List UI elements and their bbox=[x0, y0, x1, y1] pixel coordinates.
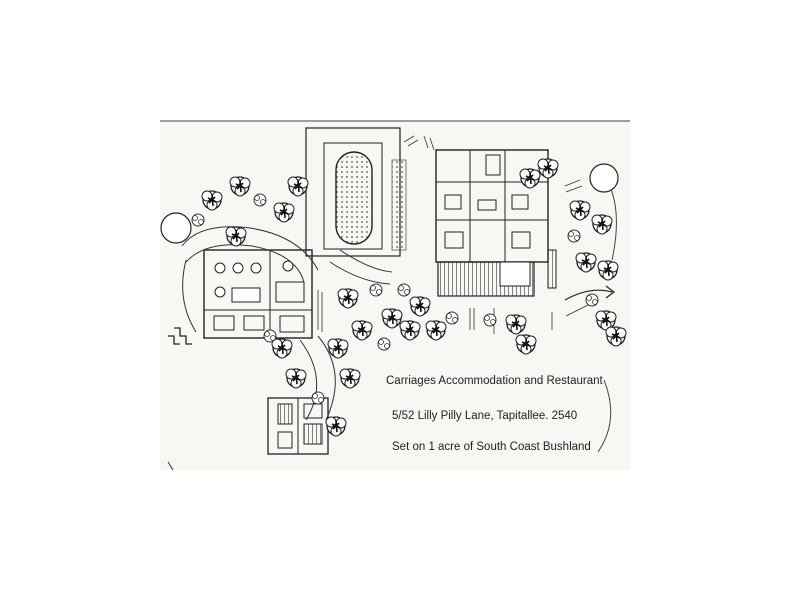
caption-setting: Set on 1 acre of South Coast Bushland bbox=[392, 441, 591, 453]
entry-steps bbox=[168, 327, 192, 345]
paved-walkway bbox=[391, 159, 407, 251]
compass-marker-right bbox=[589, 163, 619, 193]
accommodation-building bbox=[435, 149, 557, 297]
handwritten-annotations bbox=[317, 135, 591, 334]
scan-mark bbox=[167, 461, 174, 471]
restaurant-building bbox=[203, 249, 313, 339]
direction-arrow bbox=[564, 285, 615, 301]
caption-title: Carriages Accommodation and Restaurant bbox=[386, 375, 603, 387]
outbuilding bbox=[267, 397, 329, 455]
driveway bbox=[181, 226, 393, 421]
pool-area bbox=[305, 127, 401, 257]
caption-address: 5/52 Lilly Pilly Lane, Tapitallee. 2540 bbox=[392, 410, 578, 422]
compass-marker-left bbox=[160, 212, 192, 244]
